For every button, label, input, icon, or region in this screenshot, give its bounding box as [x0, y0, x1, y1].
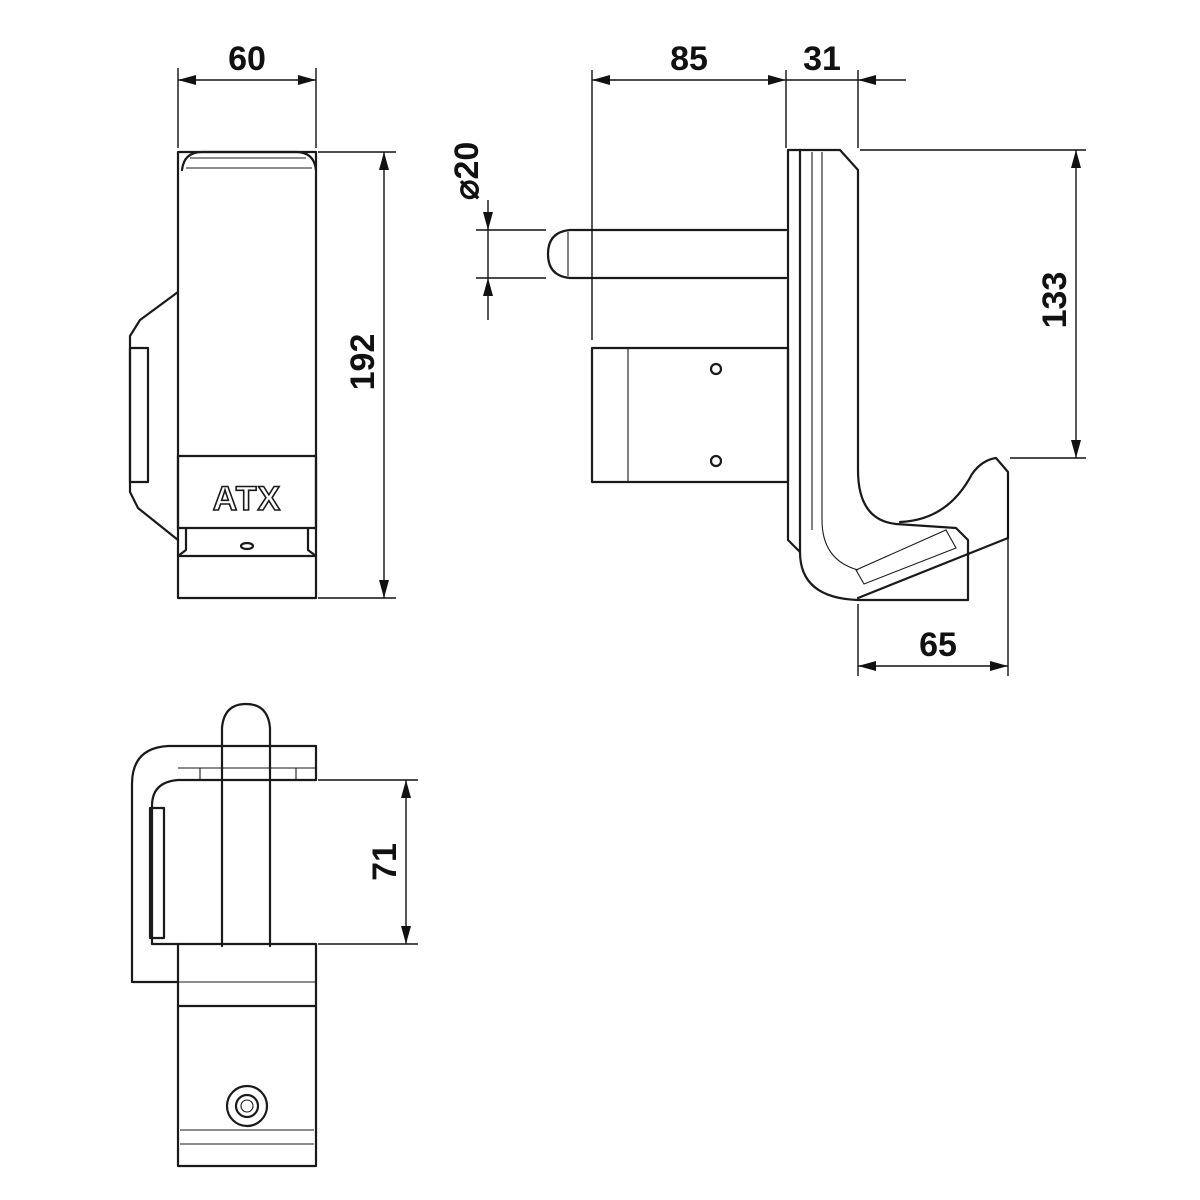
side-clamp-box [590, 346, 790, 484]
dim-diameter-symbol: ⌀ [448, 179, 486, 200]
top-frame [130, 744, 318, 984]
dim-plate-thickness: 31 [803, 40, 841, 78]
svg-text:⌀20: ⌀20 [448, 142, 486, 200]
top-side-slot [148, 806, 166, 940]
top-pin [220, 702, 272, 948]
front-top-cap [180, 150, 318, 172]
top-view [130, 702, 318, 1168]
side-screw-top [709, 362, 723, 376]
dim-front-height: 192 [344, 334, 382, 391]
side-hook-tip [856, 456, 1010, 600]
side-hook-arm [798, 148, 970, 602]
brand-logo: ATX [213, 480, 281, 518]
front-logo-panel [176, 454, 318, 530]
dim-pin-length: 85 [670, 40, 708, 78]
front-side-slot [128, 346, 150, 484]
top-clamp-block [176, 942, 318, 1168]
front-view: ATX [128, 150, 318, 600]
dim-hook-depth: 65 [919, 626, 957, 664]
side-view [546, 148, 1010, 602]
front-body [176, 150, 318, 600]
front-side-bracket [128, 290, 180, 542]
top-dimensions: 71 [318, 779, 418, 945]
dim-hook-height: 133 [1036, 272, 1074, 329]
top-bolt [225, 1084, 269, 1128]
side-dimensions: 85 31 ⌀20 133 65 [448, 40, 1086, 676]
dim-front-width: 60 [228, 40, 266, 78]
dim-pin-diameter: 20 [448, 142, 486, 180]
front-dimensions: 60 192 [177, 40, 396, 599]
dim-top-gap: 71 [366, 843, 404, 881]
side-pin [546, 228, 788, 280]
side-screw-bottom [709, 454, 723, 468]
front-bolt-hole [239, 541, 255, 551]
